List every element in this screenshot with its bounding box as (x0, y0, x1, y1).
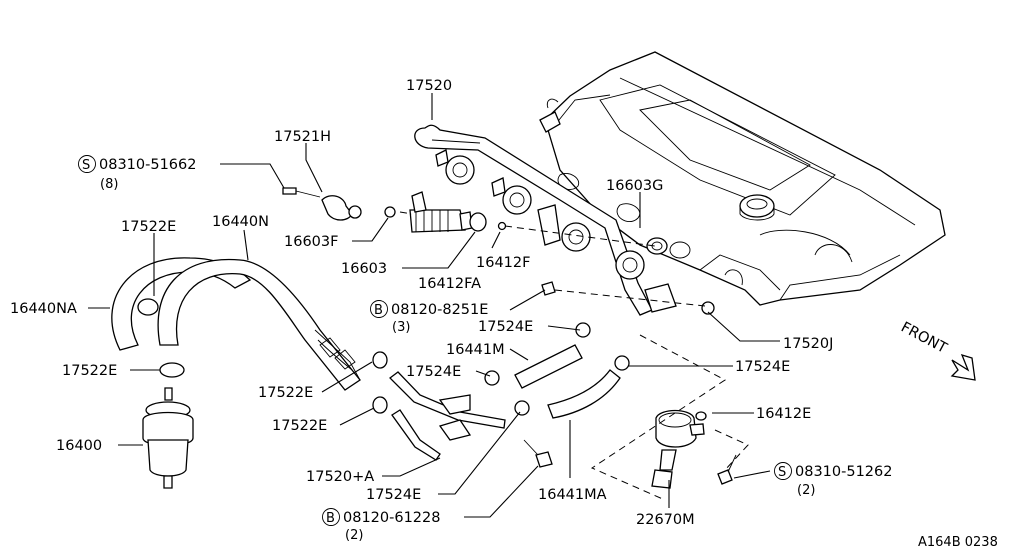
label-16440NA: 16440NA (10, 301, 77, 317)
dashed-reference-lines (399, 211, 749, 501)
label-16603G: 16603G (606, 178, 663, 194)
label-17522E-b2: 17522E (272, 418, 327, 434)
hose-clamps (137, 298, 630, 416)
label-08120-61228: 08120-61228 (343, 510, 441, 526)
label-17524E-c: 17524E (735, 359, 790, 375)
label-16603F: 16603F (284, 234, 338, 250)
label-08120-8251E: 08120-8251E (391, 302, 488, 318)
rail-boss-2 (502, 185, 532, 215)
label-16441M: 16441M (446, 342, 505, 358)
label-08310-51262: 08310-51262 (795, 464, 893, 480)
diagram-code: A164B 0238 (918, 535, 998, 550)
label-16441MA: 16441MA (538, 487, 607, 503)
label-22670M: 22670M (636, 512, 695, 528)
label-16603: 16603 (341, 261, 387, 277)
screw-marker-2: S (778, 465, 786, 480)
callout-bolt-08120-61228: B 08120-61228 (2) (322, 508, 441, 543)
callout-screw-08310-51662: S 08310-51662 (8) (78, 155, 197, 192)
rail-boss-1 (445, 155, 475, 185)
label-17520A: 17520+A (306, 469, 374, 485)
fuel-hoses-left (111, 257, 361, 391)
label-17521H: 17521H (274, 129, 331, 145)
leader-lines (88, 93, 780, 518)
rail-boss-3 (561, 222, 591, 252)
label-17520J: 17520J (783, 336, 833, 352)
front-label: FRONT (898, 319, 949, 356)
rail-boss-4 (615, 250, 645, 280)
fuel-rail (414, 124, 677, 316)
label-16412FA: 16412FA (418, 276, 481, 292)
callout-screw-08310-51262: S 08310-51262 (2) (774, 462, 893, 498)
label-17520: 17520 (406, 78, 452, 94)
label-16400: 16400 (56, 438, 102, 454)
return-hoses (514, 344, 621, 419)
fuel-pipe-assembly (389, 371, 506, 461)
qty-08120-61228: (2) (345, 528, 363, 543)
label-17522E-top: 17522E (121, 219, 176, 235)
bolt-marker: B (374, 303, 383, 318)
fuel-filter (142, 387, 194, 489)
o-rings-right (646, 237, 715, 315)
label-16412E: 16412E (756, 406, 811, 422)
label-08310-51662: 08310-51662 (99, 157, 197, 173)
bolt-marker-2: B (326, 511, 335, 526)
engine-rocker-cover (539, 51, 946, 306)
label-16440N: 16440N (212, 214, 269, 230)
front-arrow (950, 353, 976, 381)
label-17522E-left: 17522E (62, 363, 117, 379)
screw-marker: S (82, 158, 90, 173)
pressure-regulator (523, 281, 737, 489)
label-17524E-d: 17524E (366, 487, 421, 503)
qty-08310-51262: (2) (797, 483, 815, 498)
part-labels: 17520 17521H S 08310-51662 (8) 17522E 16… (10, 78, 998, 550)
qty-08120-8251E: (3) (392, 320, 410, 335)
label-16412F: 16412F (476, 255, 530, 271)
label-17524E-a: 17524E (478, 319, 533, 335)
label-17524E-b: 17524E (406, 364, 461, 380)
injector-assembly (282, 187, 507, 233)
label-17522E-b1: 17522E (258, 385, 313, 401)
qty-08310-51662: (8) (100, 177, 118, 192)
callout-bolt-08120-8251E: B 08120-8251E (3) (370, 300, 488, 335)
